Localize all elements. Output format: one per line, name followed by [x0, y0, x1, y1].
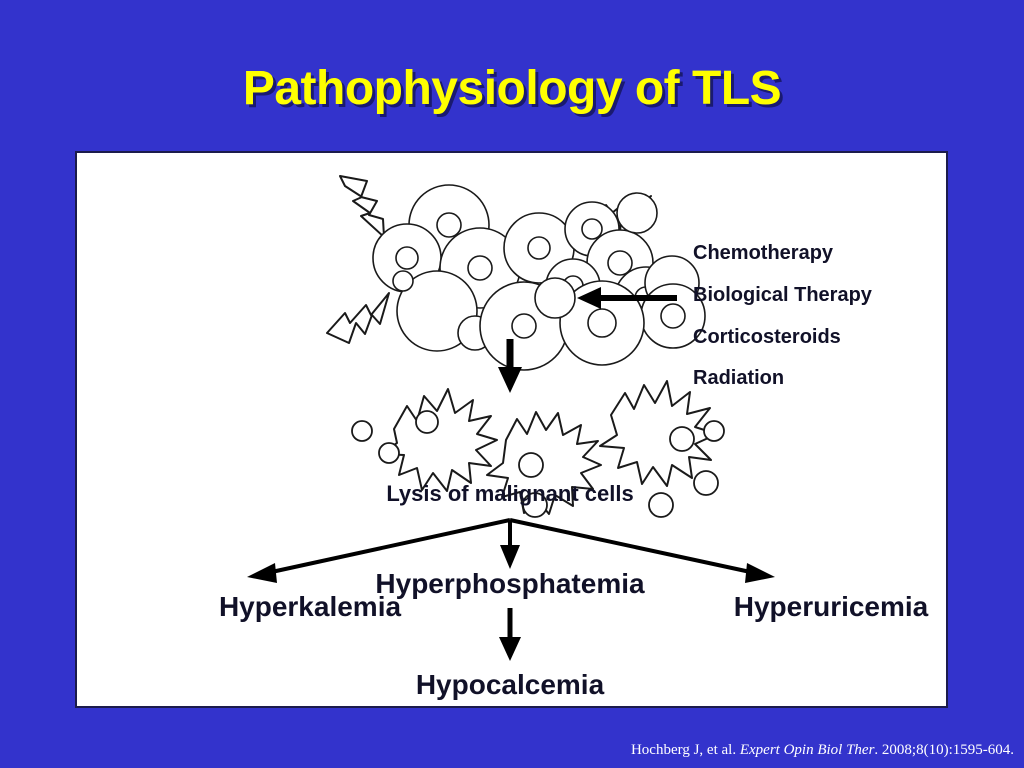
citation-authors: Hochberg J, et al. [630, 742, 737, 758]
outcome-label-hyperphosphatemia: Hyperphosphatemia [375, 568, 645, 599]
released-particles [351, 410, 725, 518]
citation-journal: Expert Opin Biol Ther [739, 742, 875, 758]
trigger-label-chemotherapy: Chemotherapy [693, 242, 834, 264]
lysis-branch-arrows [247, 518, 775, 583]
lysis-label: Lysis of malignant cells [386, 481, 633, 506]
hypocalcemia-arrow [499, 608, 521, 661]
outcome-label-hypocalcemia: Hypocalcemia [416, 669, 605, 700]
lysis-burst-right [599, 380, 718, 487]
lightning-bolt-top-left [339, 175, 385, 238]
outcome-label-hyperuricemia: Hyperuricemia [734, 591, 929, 622]
cells-to-lysis-arrow [498, 339, 522, 393]
lysis-burst-left [380, 388, 498, 492]
citation: Hochberg J, et al. Expert Opin Biol Ther… [631, 740, 1014, 760]
outcome-label-hyperkalemia: Hyperkalemia [219, 591, 402, 622]
trigger-arrow [577, 287, 677, 309]
pathophysiology-diagram: Chemotherapy Biological Therapy Corticos… [219, 175, 929, 700]
lysis-burst-center [486, 411, 602, 515]
page-title: Pathophysiology of TLS [242, 62, 782, 115]
figure-panel: Chemotherapy Biological Therapy Corticos… [75, 151, 948, 708]
lightning-bolt-bottom-left [326, 292, 390, 344]
tumor-cell-cluster [372, 184, 706, 371]
lysis-burst-group [380, 380, 718, 515]
trigger-label-radiation: Radiation [693, 367, 784, 389]
trigger-label-corticosteroids: Corticosteroids [693, 326, 841, 348]
trigger-label-biological-therapy: Biological Therapy [693, 284, 873, 306]
citation-details: . 2008;8(10):1595-604. [874, 742, 1014, 758]
